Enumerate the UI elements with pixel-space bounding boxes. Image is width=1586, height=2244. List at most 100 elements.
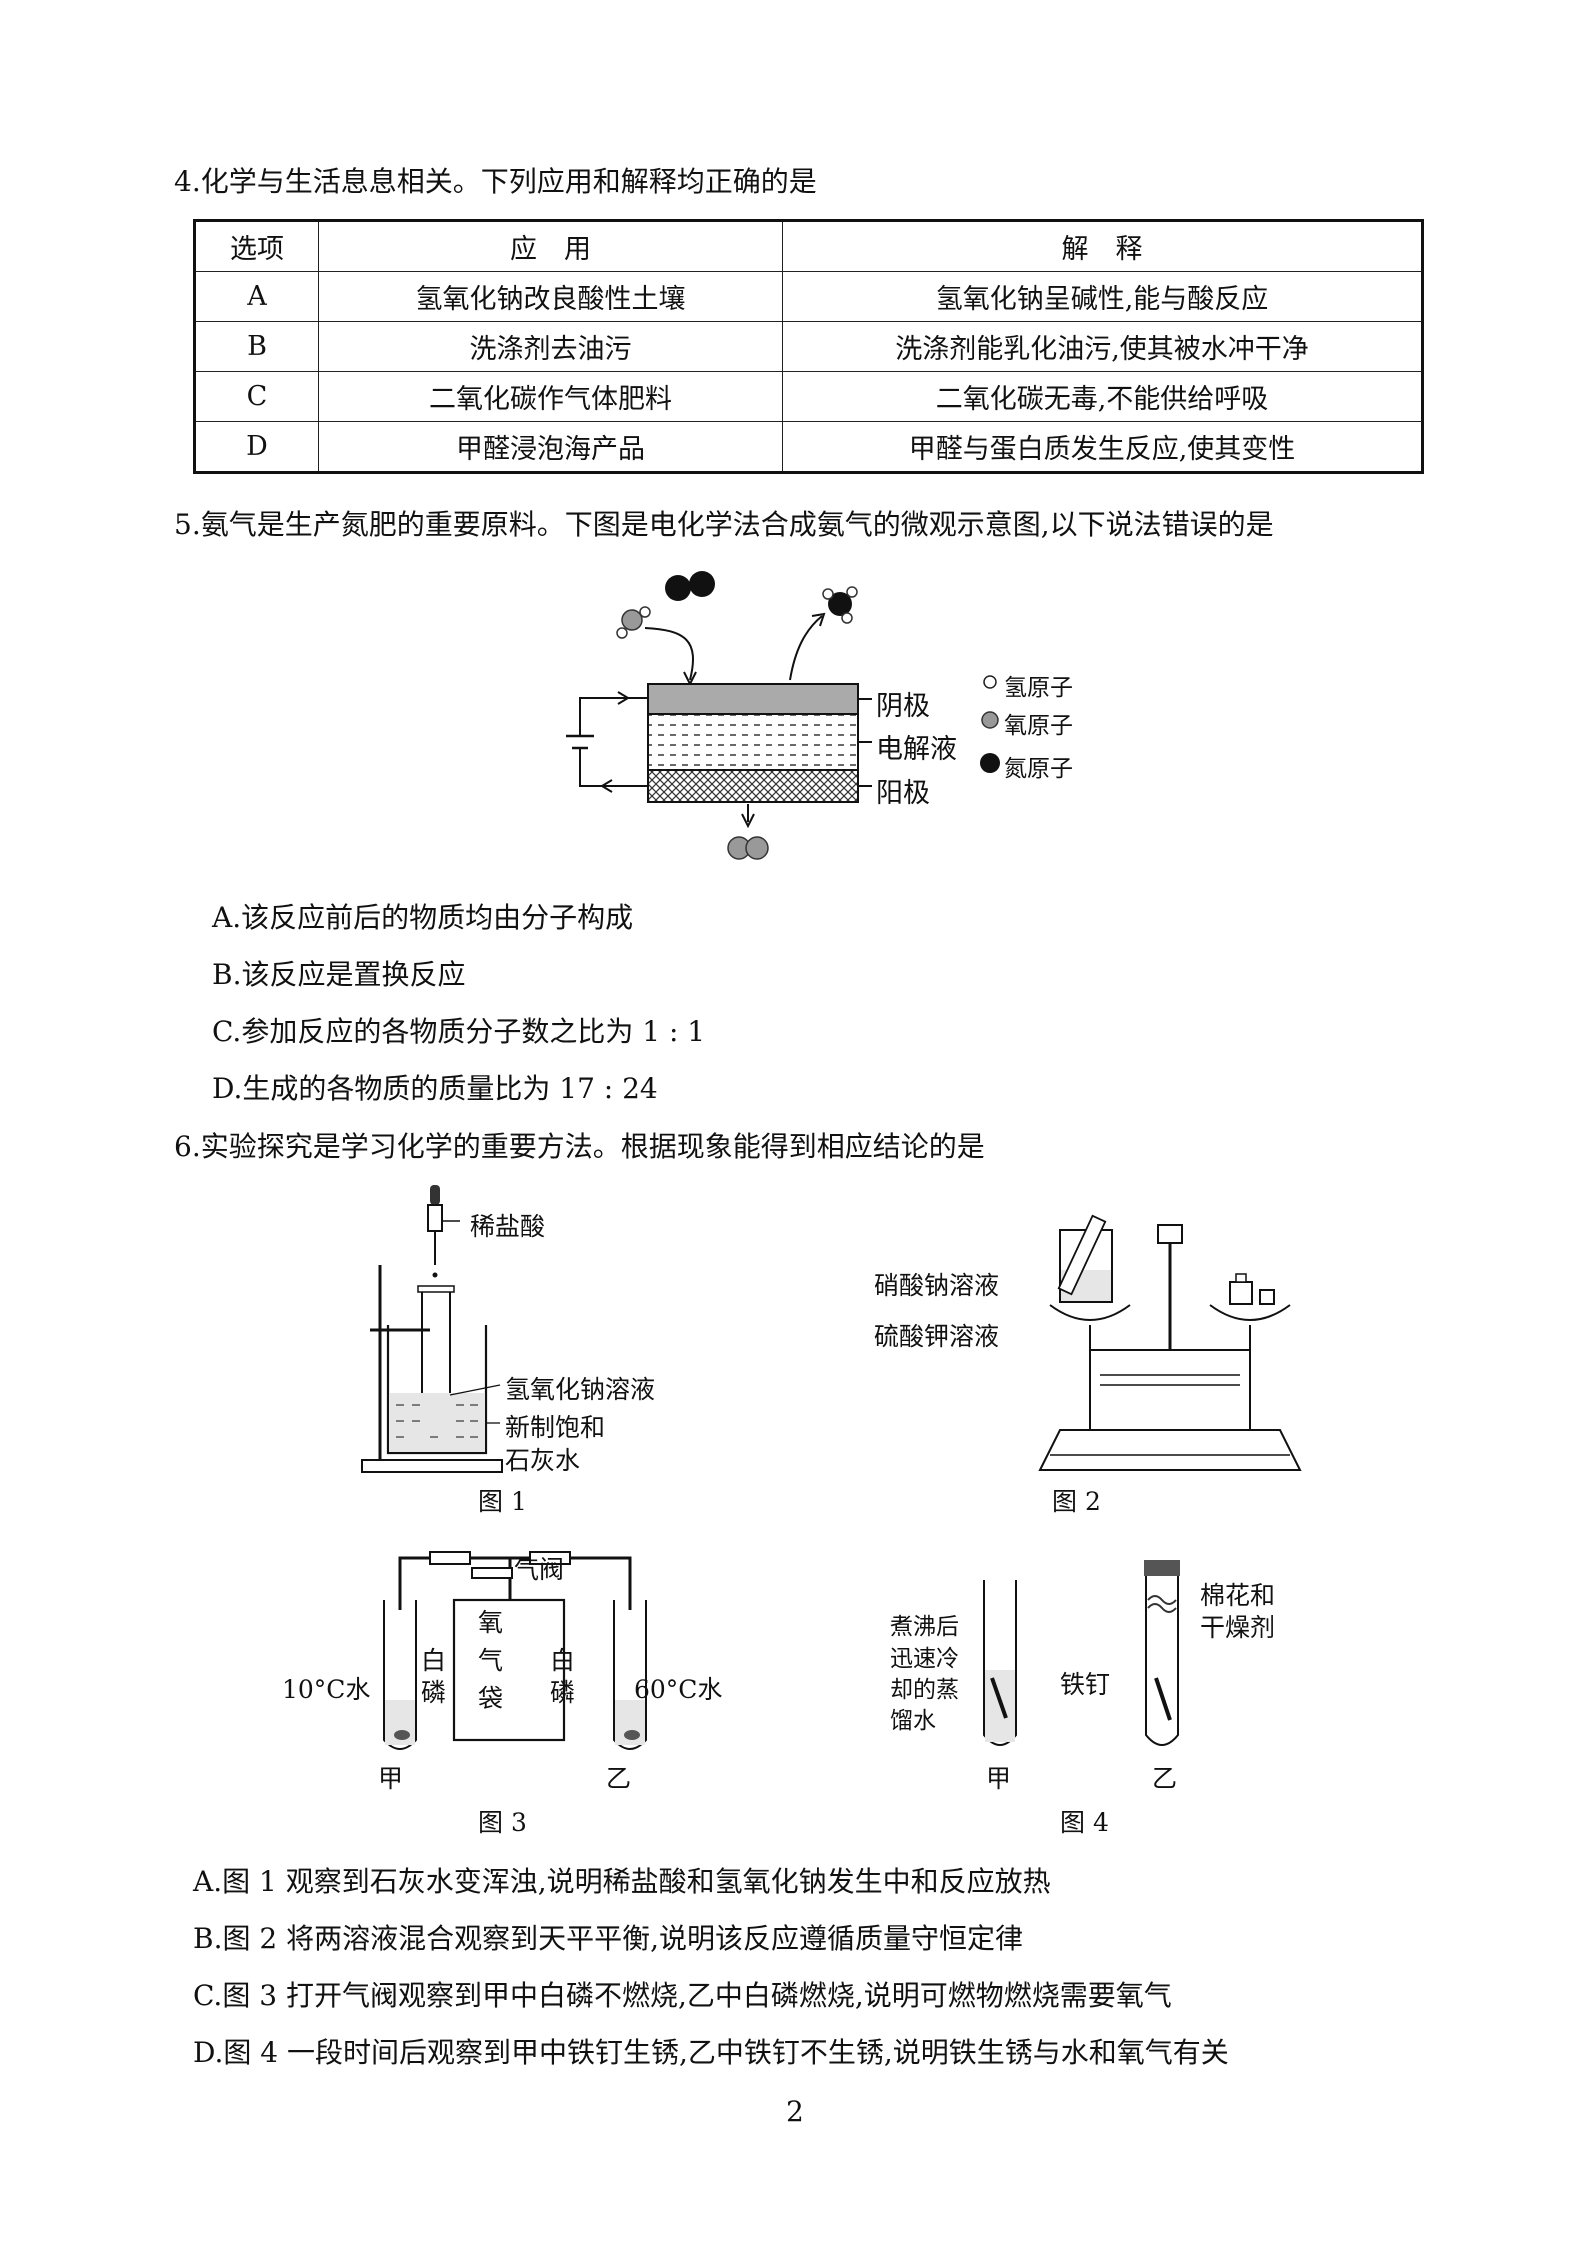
fig1-lime-label-2: 石灰水 — [505, 1446, 581, 1475]
fig3-bag-char-2: 气 — [478, 1646, 504, 1675]
row-application: 洗涤剂去油污 — [318, 321, 783, 372]
fig1-acid-label: 稀盐酸 — [470, 1212, 546, 1241]
pointer-icon — [1157, 1224, 1183, 1244]
stand-base — [361, 1459, 503, 1473]
row-option: C — [193, 371, 319, 422]
row-option: D — [193, 421, 319, 474]
cathode-label: 阴极 — [876, 691, 930, 722]
legend-hydrogen: 氢原子 — [1004, 675, 1073, 701]
left-pan — [1049, 1304, 1131, 1321]
phosphorus-icon — [394, 1730, 410, 1740]
q4-table: 选项 应 用 解 释 A 氢氧化钠改良酸性土壤 氢氧化钠呈碱性,能与酸反应 B … — [193, 219, 1424, 474]
water-molecule-icon — [621, 609, 643, 631]
row-explanation: 二氧化碳无毒,不能供给呼吸 — [782, 371, 1424, 422]
table-row: D 甲醛浸泡海产品 甲醛与蛋白质发生反应,使其变性 — [193, 421, 1424, 474]
fig1-caption: 图 1 — [478, 1487, 527, 1516]
header-application: 应 用 — [318, 219, 783, 272]
balance-base — [1038, 1429, 1302, 1471]
ammonia-molecule-icon — [828, 592, 852, 616]
legend-oxygen: 氧原子 — [1004, 713, 1073, 739]
fig3-bag-char-3: 袋 — [478, 1684, 504, 1713]
fig4-water-label-1: 煮沸后 — [890, 1614, 959, 1640]
weight-icon — [1229, 1281, 1253, 1305]
tube-left — [383, 1600, 417, 1750]
row-option: A — [193, 271, 319, 322]
fig2-balance — [1038, 1214, 1302, 1471]
valve-icon — [471, 1567, 513, 1579]
right-pan — [1209, 1304, 1291, 1321]
q5-option-a: A.该反应前后的物质均由分子构成 — [212, 901, 634, 934]
row-application: 氢氧化钠改良酸性土壤 — [318, 271, 783, 322]
legend-nitrogen: 氮原子 — [1004, 756, 1073, 782]
electrolyte-layer — [647, 713, 859, 771]
row-explanation: 洗涤剂能乳化油污,使其被水冲干净 — [782, 321, 1424, 372]
fig4-nail-label: 铁钉 — [1060, 1670, 1111, 1699]
row-application: 二氧化碳作气体肥料 — [318, 371, 783, 422]
beaker-icon — [386, 1325, 488, 1455]
q6-option-b: B.图 2 将两溶液混合观察到天平平衡,说明该反应遵循质量守恒定律 — [193, 1922, 1023, 1955]
fig4-caption: 图 4 — [1060, 1808, 1109, 1837]
fig3-water-left: 10°C水 — [282, 1675, 371, 1704]
fig4-cotton-label-2: 干燥剂 — [1200, 1613, 1276, 1642]
nitrogen-molecule-icon — [665, 575, 691, 601]
anode-label: 阳极 — [876, 778, 930, 809]
fig2-sol1-label: 硝酸钠溶液 — [874, 1271, 1000, 1300]
row-explanation: 氢氧化钠呈碱性,能与酸反应 — [782, 271, 1424, 322]
fig3-tube-b: 乙 — [606, 1764, 632, 1793]
fig3-caption: 图 3 — [478, 1808, 527, 1837]
tube-a — [983, 1580, 1017, 1746]
fig3-phosphorus-right-2: 磷 — [550, 1678, 576, 1707]
cathode-layer — [647, 683, 859, 715]
fig3-valve-label: 气阀 — [514, 1555, 565, 1584]
electrolyte-label: 电解液 — [876, 734, 957, 765]
q5-option-c: C.参加反应的各物质分子数之比为 1 : 1 — [212, 1015, 706, 1048]
hydrogen-atom-icon — [983, 675, 997, 689]
q5-stem: 5.氨气是生产氮肥的重要原料。下图是电化学法合成氨气的微观示意图,以下说法错误的… — [174, 508, 1274, 541]
row-explanation: 甲醛与蛋白质发生反应,使其变性 — [782, 421, 1424, 474]
fig4-tube-a: 甲 — [986, 1764, 1012, 1793]
fig4-cotton-label-1: 棉花和 — [1200, 1581, 1276, 1610]
anode-layer — [647, 769, 859, 803]
table-header-row: 选项 应 用 解 释 — [193, 219, 1424, 272]
header-explanation: 解 释 — [782, 219, 1424, 272]
fig4-water-label-4: 馏水 — [890, 1708, 936, 1734]
fig3-phosphorus-left-1: 白 — [421, 1646, 447, 1675]
nail-icon — [1154, 1677, 1172, 1721]
q4-stem: 4.化学与生活息息相关。下列应用和解释均正确的是 — [174, 165, 817, 198]
nitrogen-atom-icon — [980, 753, 1000, 773]
fig3-phosphorus-right-1: 白 — [550, 1646, 576, 1675]
q6-option-c: C.图 3 打开气阀观察到甲中白磷不燃烧,乙中白磷燃烧,说明可燃物燃烧需要氧气 — [193, 1979, 1172, 2012]
test-tube-icon — [1057, 1214, 1107, 1296]
fig4-water-label-3: 却的蒸 — [890, 1677, 959, 1703]
q6-stem: 6.实验探究是学习化学的重要方法。根据现象能得到相应结论的是 — [174, 1130, 985, 1163]
fig3-water-right: 60°C水 — [634, 1675, 723, 1704]
row-application: 甲醛浸泡海产品 — [318, 421, 783, 474]
fig3-bag-char-1: 氧 — [478, 1608, 504, 1637]
fig3-apparatus — [383, 1551, 647, 1750]
cotton-icon — [1147, 1595, 1177, 1605]
fig3-tube-a: 甲 — [378, 1764, 404, 1793]
q5-option-b: B.该反应是置换反应 — [212, 958, 466, 991]
oxygen-atom-icon — [981, 711, 999, 729]
electrolysis-diagram — [566, 571, 1000, 860]
fig2-caption: 图 2 — [1052, 1487, 1101, 1516]
header-option: 选项 — [193, 219, 319, 272]
row-option: B — [193, 321, 319, 372]
dropper-icon — [430, 1185, 440, 1205]
fig1-apparatus — [361, 1185, 503, 1473]
oxygen-bag — [452, 1598, 566, 1742]
table-row: C 二氧化碳作气体肥料 二氧化碳无毒,不能供给呼吸 — [193, 371, 1424, 422]
fig1-lime-label-1: 新制饱和 — [505, 1413, 606, 1442]
fig1-naoh-label: 氢氧化钠溶液 — [505, 1375, 656, 1404]
fig2-sol2-label: 硫酸钾溶液 — [874, 1322, 1000, 1351]
q6-option-a: A.图 1 观察到石灰水变浑浊,说明稀盐酸和氢氧化钠发生中和反应放热 — [193, 1865, 1051, 1898]
fig3-phosphorus-left-2: 磷 — [421, 1678, 447, 1707]
page-number: 2 — [786, 2095, 804, 2128]
fig4-apparatus — [983, 1560, 1180, 1746]
tube-b — [1145, 1576, 1179, 1746]
tube-right — [613, 1600, 647, 1750]
stopper-icon — [1144, 1560, 1180, 1576]
q6-option-d: D.图 4 一段时间后观察到甲中铁钉生锈,乙中铁钉不生锈,说明铁生锈与水和氧气有… — [193, 2036, 1229, 2069]
table-row: B 洗涤剂去油污 洗涤剂能乳化油污,使其被水冲干净 — [193, 321, 1424, 372]
nail-icon — [990, 1677, 1008, 1719]
